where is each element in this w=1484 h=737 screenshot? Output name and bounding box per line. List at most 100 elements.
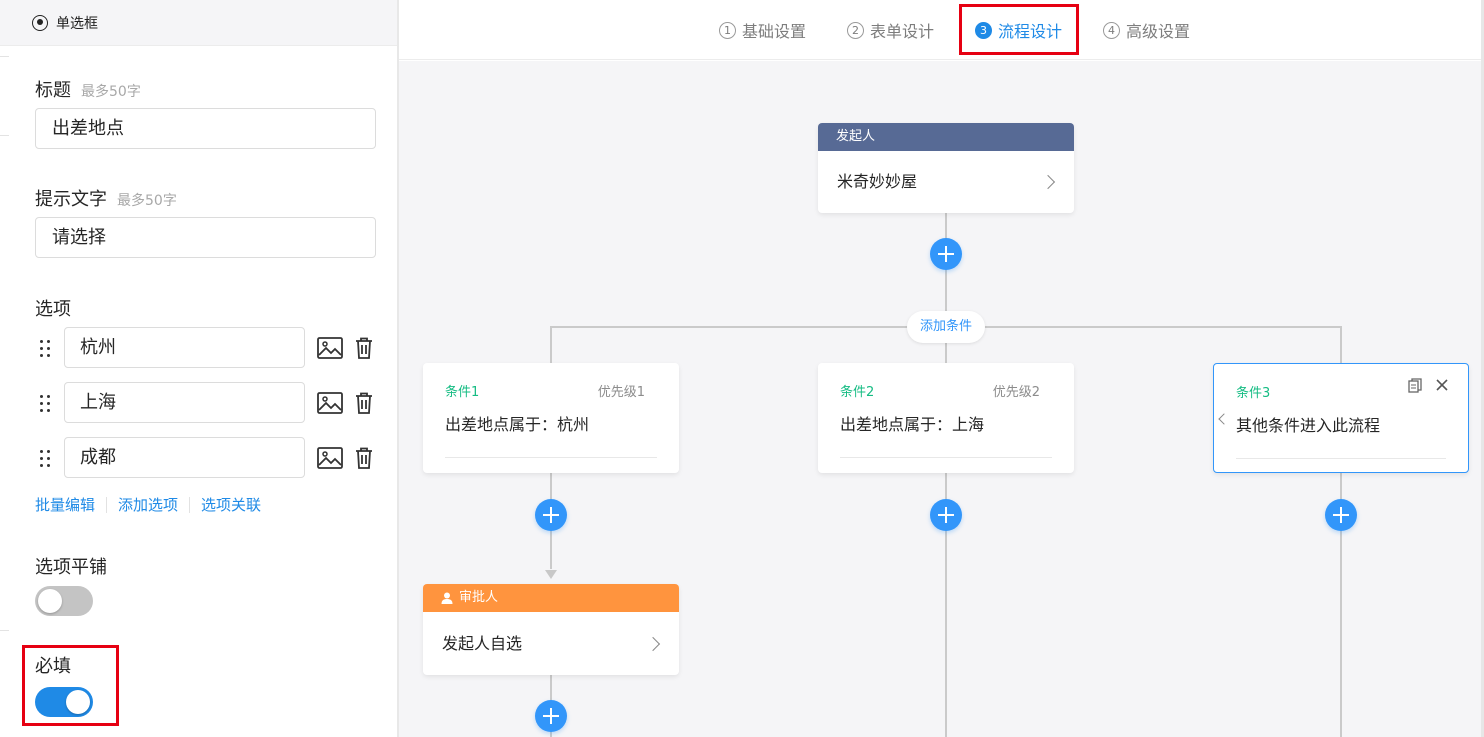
initiator-header: 发起人 bbox=[818, 123, 1074, 151]
panel-header: 单选框 bbox=[0, 0, 397, 46]
connector-line bbox=[1340, 326, 1342, 364]
approver-header: 审批人 bbox=[423, 584, 679, 612]
panel-edge bbox=[0, 56, 9, 136]
approver-body: 发起人自选 bbox=[423, 612, 679, 675]
condition-text: 出差地点属于：杭州 bbox=[445, 415, 590, 434]
radio-icon bbox=[32, 14, 48, 31]
add-node-button[interactable] bbox=[535, 700, 567, 732]
option-row: 成都 bbox=[38, 437, 375, 478]
step-form[interactable]: 2 表单设计 bbox=[847, 18, 934, 42]
user-icon bbox=[441, 592, 453, 604]
divider bbox=[445, 457, 657, 458]
initiator-value: 米奇妙妙屋 bbox=[837, 172, 918, 191]
condition-title: 条件2 bbox=[840, 385, 875, 400]
condition-card[interactable]: 条件2 优先级2 出差地点属于：上海 bbox=[818, 363, 1074, 473]
step-number: 2 bbox=[847, 21, 864, 39]
step-label: 流程设计 bbox=[998, 22, 1063, 41]
add-node-button[interactable] bbox=[930, 238, 962, 270]
initiator-title: 发起人 bbox=[836, 129, 876, 144]
scrollbar[interactable] bbox=[1481, 0, 1484, 737]
divider bbox=[1236, 458, 1446, 459]
add-node-button[interactable] bbox=[930, 499, 962, 531]
highlight-box bbox=[22, 645, 119, 726]
condition-priority: 优先级2 bbox=[992, 385, 1040, 400]
step-label: 高级设置 bbox=[1126, 22, 1191, 41]
drag-handle-icon[interactable] bbox=[38, 448, 52, 468]
drag-handle-icon[interactable] bbox=[38, 393, 52, 413]
title-label: 标题 最多50字 bbox=[35, 76, 141, 102]
connector-line bbox=[945, 343, 947, 364]
trash-icon[interactable] bbox=[353, 391, 375, 415]
connector-line bbox=[550, 326, 552, 364]
panel-edge bbox=[0, 630, 9, 737]
options-label: 选项 bbox=[35, 295, 71, 321]
step-flow[interactable]: 3 流程设计 bbox=[975, 18, 1062, 42]
step-basic[interactable]: 1 基础设置 bbox=[719, 18, 806, 42]
placeholder-label: 提示文字 最多50字 bbox=[35, 185, 177, 211]
option-input[interactable]: 上海 bbox=[64, 382, 305, 423]
image-icon[interactable] bbox=[317, 336, 343, 359]
condition-card[interactable]: 条件1 优先级1 出差地点属于：杭州 bbox=[423, 363, 679, 473]
arrow-down-icon bbox=[545, 570, 557, 579]
divider bbox=[189, 496, 191, 513]
toggle-knob bbox=[38, 589, 62, 613]
step-number: 3 bbox=[975, 21, 992, 39]
option-actions: 批量编辑 添加选项 选项关联 bbox=[35, 494, 261, 515]
placeholder-hint: 最多50字 bbox=[117, 193, 177, 209]
chevron-right-icon bbox=[645, 636, 661, 652]
condition-title: 条件3 bbox=[1236, 386, 1271, 401]
option-link-link[interactable]: 选项关联 bbox=[201, 496, 262, 514]
divider bbox=[840, 457, 1052, 458]
approver-node[interactable]: 审批人 发起人自选 bbox=[423, 584, 679, 675]
condition-title: 条件1 bbox=[445, 385, 480, 400]
initiator-body: 米奇妙妙屋 bbox=[818, 151, 1074, 213]
trash-icon[interactable] bbox=[353, 446, 375, 470]
toggle-knob bbox=[66, 690, 90, 714]
step-label: 基础设置 bbox=[742, 22, 807, 41]
add-option-link[interactable]: 添加选项 bbox=[118, 496, 179, 514]
option-row: 杭州 bbox=[38, 327, 375, 368]
chevron-right-icon bbox=[1040, 174, 1056, 190]
connector-line bbox=[1340, 473, 1342, 737]
trash-icon[interactable] bbox=[353, 336, 375, 360]
required-label: 必填 bbox=[35, 652, 71, 678]
title-input[interactable]: 出差地点 bbox=[35, 108, 376, 149]
approver-title: 审批人 bbox=[459, 590, 499, 605]
image-icon[interactable] bbox=[317, 391, 343, 414]
step-number: 4 bbox=[1103, 21, 1120, 39]
highlight-box bbox=[959, 4, 1079, 55]
title-label-text: 标题 bbox=[35, 80, 71, 101]
initiator-node[interactable]: 发起人 米奇妙妙屋 bbox=[818, 123, 1074, 213]
required-toggle[interactable] bbox=[35, 687, 93, 717]
panel-title: 单选框 bbox=[56, 15, 98, 32]
condition-card-selected[interactable]: 条件3 其他条件进入此流程 bbox=[1213, 363, 1469, 473]
add-node-button[interactable] bbox=[535, 499, 567, 531]
steps-bar bbox=[399, 0, 1484, 60]
close-icon[interactable] bbox=[1436, 379, 1448, 391]
connector-line bbox=[945, 473, 947, 737]
approver-value: 发起人自选 bbox=[442, 634, 523, 653]
option-input[interactable]: 杭州 bbox=[64, 327, 305, 368]
batch-edit-link[interactable]: 批量编辑 bbox=[35, 496, 96, 514]
title-hint: 最多50字 bbox=[81, 84, 141, 100]
condition-text: 出差地点属于：上海 bbox=[840, 415, 985, 434]
drag-handle-icon[interactable] bbox=[38, 338, 52, 358]
image-icon[interactable] bbox=[317, 446, 343, 469]
condition-priority: 优先级1 bbox=[597, 385, 645, 400]
condition-text: 其他条件进入此流程 bbox=[1236, 416, 1381, 435]
copy-icon[interactable] bbox=[1408, 378, 1422, 393]
tile-options-label-text: 选项平铺 bbox=[35, 557, 107, 578]
placeholder-label-text: 提示文字 bbox=[35, 189, 107, 210]
step-label: 表单设计 bbox=[870, 22, 935, 41]
tile-options-toggle[interactable] bbox=[35, 586, 93, 616]
step-number: 1 bbox=[719, 21, 736, 39]
add-condition-button[interactable]: 添加条件 bbox=[907, 311, 985, 343]
option-input[interactable]: 成都 bbox=[64, 437, 305, 478]
placeholder-input[interactable]: 请选择 bbox=[35, 217, 376, 258]
step-advanced[interactable]: 4 高级设置 bbox=[1103, 18, 1190, 42]
add-node-button[interactable] bbox=[1325, 499, 1357, 531]
options-label-text: 选项 bbox=[35, 299, 71, 320]
option-row: 上海 bbox=[38, 382, 375, 423]
chevron-left-icon[interactable] bbox=[1218, 413, 1230, 425]
divider bbox=[106, 496, 108, 513]
